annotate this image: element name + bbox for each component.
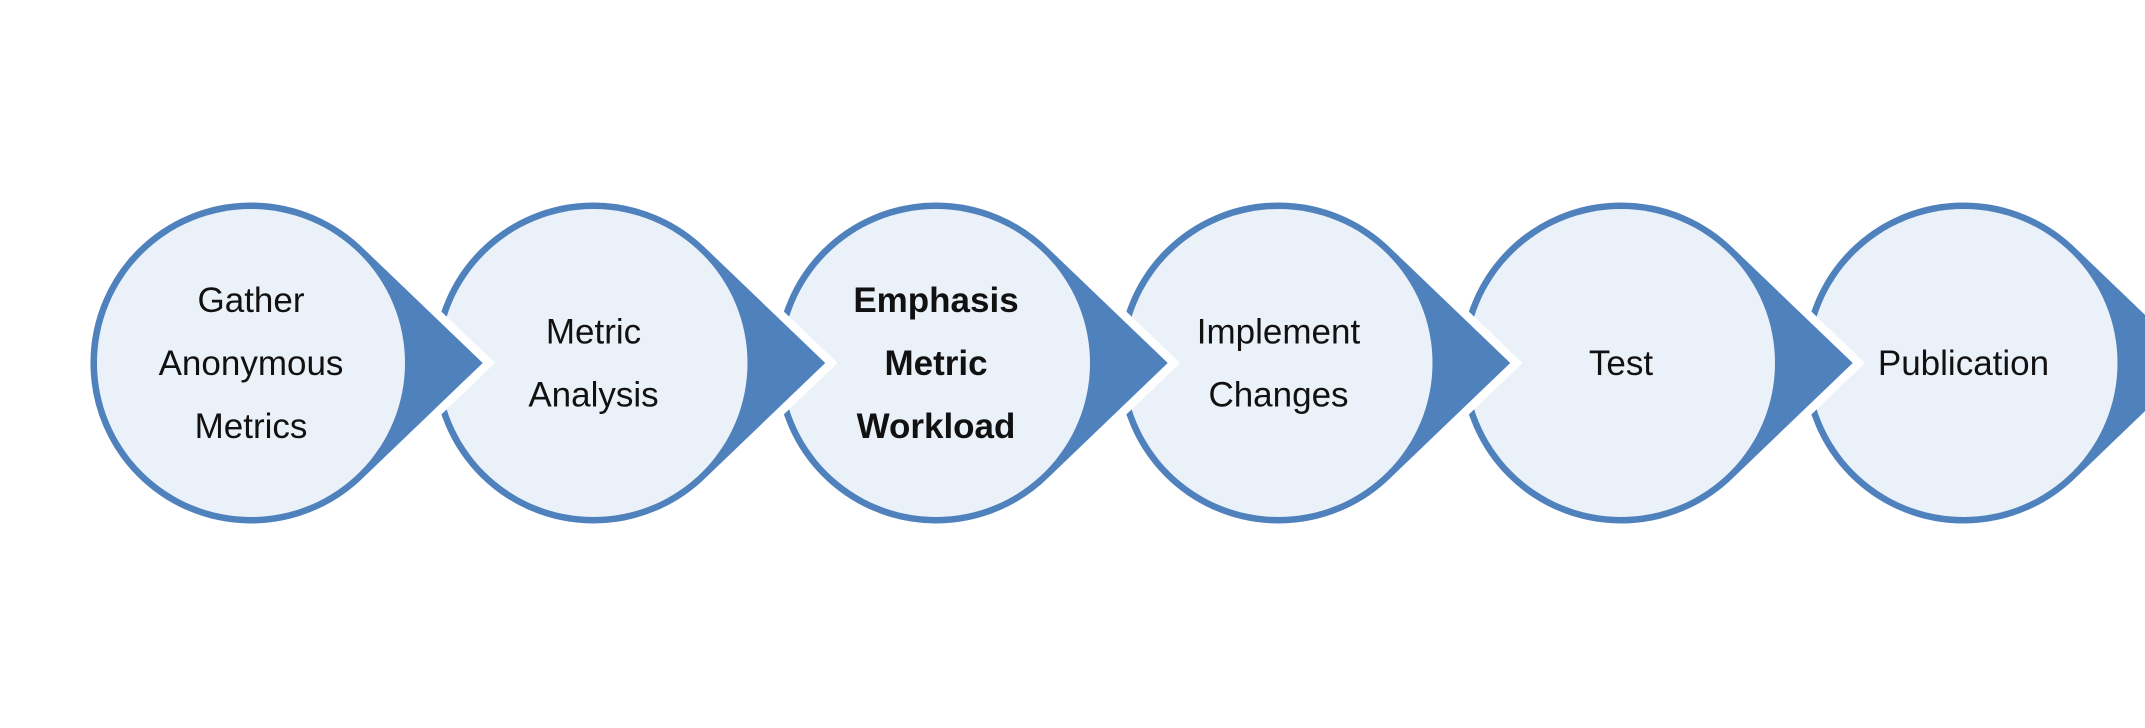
step-6-label-line-1: Publication bbox=[1878, 344, 2049, 383]
step-4-label-line-1: Implement bbox=[1197, 313, 1361, 352]
step-2-label-line-2: Analysis bbox=[528, 376, 658, 415]
step-circle bbox=[1809, 209, 2118, 517]
step-5-label-line-1: Test bbox=[1589, 344, 1653, 383]
process-step-4 bbox=[1109, 194, 1523, 532]
step-circle bbox=[1124, 209, 1433, 517]
step-3-label-line-3: Workload bbox=[857, 407, 1016, 446]
step-circle bbox=[439, 209, 748, 517]
step-circle bbox=[1467, 209, 1775, 517]
step-1-label-line-3: Metrics bbox=[195, 407, 308, 446]
process-step-5 bbox=[1451, 194, 1866, 532]
step-2-label-line-1: Metric bbox=[546, 313, 641, 352]
step-3-label-line-1: Emphasis bbox=[853, 281, 1018, 320]
steps-layer bbox=[81, 194, 2145, 532]
step-1-label-line-2: Anonymous bbox=[159, 344, 344, 383]
step-4-label-line-2: Changes bbox=[1208, 376, 1348, 415]
step-1-label-line-1: Gather bbox=[198, 281, 305, 320]
step-circle bbox=[97, 209, 405, 517]
process-step-1 bbox=[81, 194, 496, 532]
process-step-2 bbox=[424, 194, 838, 532]
step-circle bbox=[782, 209, 1090, 517]
step-3-label-line-2: Metric bbox=[884, 344, 987, 383]
